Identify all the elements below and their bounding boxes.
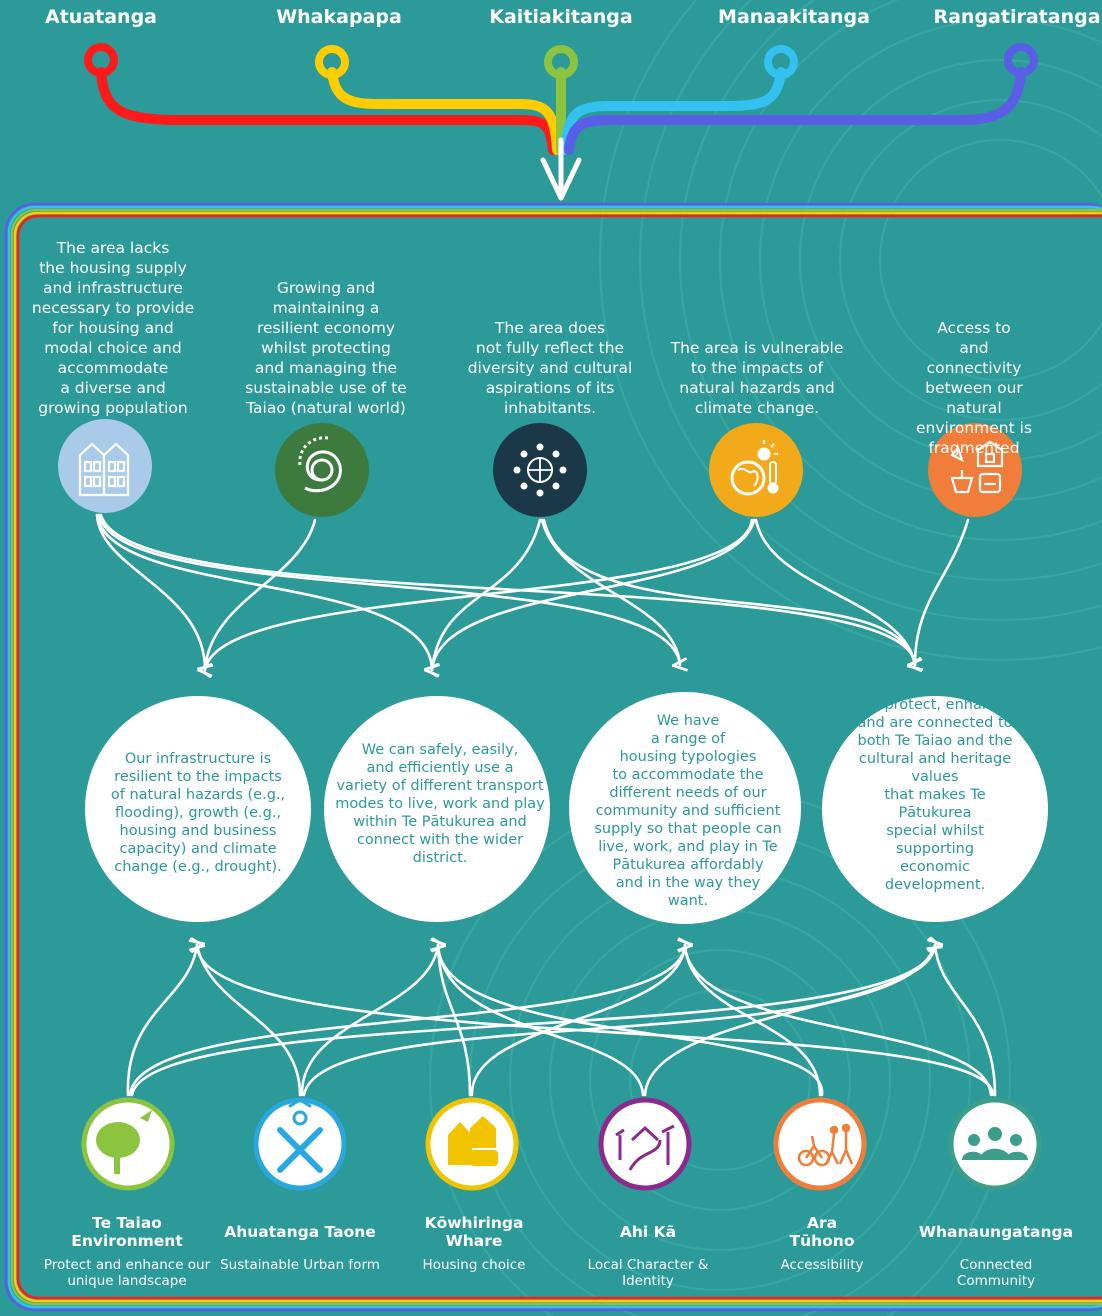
outcome-circles [85, 692, 1048, 924]
issue-connectors [95, 513, 970, 670]
principle-icon-circles [81, 1097, 1042, 1191]
principle-title-te-taiao: Te Taiao Environment [71, 1214, 183, 1250]
principle-subtitle-kowhiringa-whare: Housing choice [422, 1257, 526, 1273]
issue-text-connectivity: Access to and connectivity between our n… [915, 319, 1033, 457]
principle-subtitle-ahi-ka: Local Character & Identity [587, 1257, 709, 1289]
principle-title-ahuatanga-taone: Ahuatanga Taone [224, 1223, 376, 1241]
diversity-icon [513, 443, 567, 497]
issue-text-diversity: The area does not fully reflect the dive… [467, 319, 633, 417]
value-rings [84, 43, 1038, 79]
houses-icon [448, 1116, 498, 1166]
issue-text-economy: Growing and maintaining a resilient econ… [245, 279, 407, 417]
community-icon [962, 1127, 1028, 1160]
value-title-rangatiratanga: Rangatiratanga [933, 6, 1101, 28]
local-character-icon [615, 1124, 675, 1171]
principle-subtitle-te-taiao: Protect and enhance our unique landscape [43, 1257, 211, 1289]
principle-title-kowhiringa-whare: Kōwhiringa Whare [424, 1214, 524, 1250]
principle-subtitle-ahuatanga-taone: Sustainable Urban form [220, 1257, 380, 1273]
principle-title-whanaungatanga: Whanaungatanga [918, 1223, 1074, 1241]
principle-connectors [126, 945, 997, 1097]
main-down-arrow [540, 137, 582, 201]
value-title-whakapapa: Whakapapa [276, 6, 402, 28]
urban-form-icon [277, 1098, 323, 1173]
value-title-atuatanga: Atuatanga [45, 6, 157, 28]
tree-bird-icon [96, 1110, 152, 1174]
issue-icon-circles [58, 419, 1022, 517]
climate-icon [730, 440, 779, 496]
natural-world-icon [298, 436, 342, 493]
issue-text-housing: The area lacks the housing supply and in… [31, 239, 195, 417]
principle-subtitle-ara-tuhono: Accessibility [780, 1257, 864, 1273]
connectivity-icon [950, 440, 1004, 494]
principle-title-ahi-ka: Ahi Kā [619, 1223, 677, 1241]
outcome-text-transport: We can safely, easily, and efficiently u… [335, 742, 545, 866]
principle-title-ara-tuhono: Ara Tūhono [789, 1214, 855, 1250]
issue-text-hazards: The area is vulnerable to the impacts of… [670, 339, 844, 417]
outcome-text-infrastructure: Our infrastructure is resilient to the i… [110, 751, 286, 875]
value-title-manaakitanga: Manaakitanga [718, 6, 870, 28]
value-lines [96, 67, 1026, 155]
outcome-text-housing: We have a range of housing typologies to… [594, 713, 782, 909]
value-title-kaitiakitanga: Kaitiakitanga [489, 6, 633, 28]
rainbow-frame [4, 202, 1102, 1312]
housing-icon [78, 442, 130, 497]
walk-cycle-icon [797, 1123, 854, 1167]
outcome-text-te-taiao: We protect, enhance, and are connected t… [857, 697, 1013, 893]
principle-subtitle-whanaungatanga: Connected Community [956, 1257, 1036, 1289]
